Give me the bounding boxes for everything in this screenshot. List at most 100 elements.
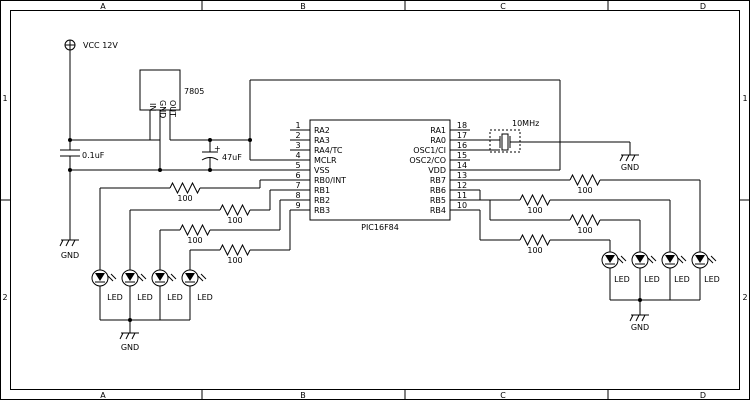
resistor-value-label: 100 [577,226,592,235]
cap-c1-label: 0.1uF [82,151,105,160]
led-diode [601,251,627,269]
led-diode [631,251,657,269]
mcu-pin-num: 17 [457,131,467,140]
mcu-pin-name: RB2 [314,196,330,205]
mcu-pin-name: RB7 [430,176,446,185]
led-label: LED [674,275,690,284]
reg-pin-in: IN [148,103,157,111]
cap-47uf: + 47uF [158,138,280,172]
mcu-pin-num: 11 [457,191,467,200]
row-label-1-right: 1 [742,94,747,103]
resistor-100 [219,243,251,257]
gnd-left-label: GND [61,251,79,260]
resistor-value-label: 100 [577,186,592,195]
resistor-value-label: 100 [177,194,192,203]
mcu-pin-num: 9 [295,201,300,210]
mcu-pin-num: 18 [457,121,467,130]
mcu-pin-num: 4 [295,151,300,160]
resistor-value-label: 100 [227,256,242,265]
led-diode [181,269,207,287]
led-diode [151,269,177,287]
led-diode [691,251,717,269]
gnd-left-leds-label: GND [121,343,139,352]
gnd-crystal-label: GND [621,163,639,172]
cap-c2-label: 47uF [222,153,242,162]
col-label-c-bottom: C [500,391,506,400]
mcu-pin-name: RA2 [314,126,330,135]
row-label-2: 2 [2,293,7,302]
row-label-1: 1 [2,94,7,103]
led-label: LED [197,293,213,302]
mcu-pin-name: RA0 [430,136,446,145]
mcu-pin-name: VDD [428,166,446,175]
reg-pin-gnd: GND [158,100,167,118]
gnd-left: GND [59,239,79,260]
mcu-pin-num: 12 [457,181,467,190]
mcu-label: PIC16F84 [361,223,399,232]
led-label: LED [107,293,123,302]
mcu-pin-name: RB0/INT [314,176,346,185]
resistor-100 [569,173,601,187]
resistor-value-label: 100 [227,216,242,225]
led-label: LED [644,275,660,284]
mcu-pin-num: 10 [457,201,467,210]
resistor-100 [519,193,551,207]
led-diode [121,269,147,287]
gnd-right-leds-label: GND [631,323,649,332]
led-label: LED [704,275,720,284]
mcu-pin-name: MCLR [314,156,337,165]
resistor-100 [179,223,211,237]
vcc-label: VCC 12V [83,41,118,50]
resistor-100 [569,213,601,227]
mcu-pin-name: RB1 [314,186,330,195]
mcu-pin-num: 14 [457,161,467,170]
supply-filter: 0.1uF [60,50,160,240]
gnd-crystal: GND [619,154,639,172]
mcu-pin-name: OSC1/CI [413,146,446,155]
led-diode [661,251,687,269]
mcu-pin-name: RA4/TC [314,146,343,155]
mcu-pin-num: 1 [295,121,300,130]
mcu-pin-num: 3 [295,141,300,150]
resistor-100 [519,233,551,247]
mcu-pin-num: 16 [457,141,467,150]
col-label-a: A [100,2,106,11]
col-label-d: D [700,2,706,11]
col-label-d-bottom: D [700,391,706,400]
row-label-2-right: 2 [742,293,747,302]
gnd-right-leds: GND [610,298,700,332]
regulator-7805: 7805 IN GND OUT [139,69,250,170]
mcu-pin-name: VSS [314,166,330,175]
resistor-value-label: 100 [187,236,202,245]
mcu-pin-num: 6 [295,171,300,180]
led-label: LED [614,275,630,284]
mcu-pin-num: 5 [295,161,300,170]
resistor-100 [169,181,201,195]
mcu-pic16f84: PIC16F84 1RA22RA33RA4/TC4MCLR5VSS6RB0/IN… [290,119,470,232]
led-label: LED [137,293,153,302]
led-diode [91,269,117,287]
crystal-10mhz: 10MHz [470,119,631,155]
svg-text:+: + [214,144,221,153]
gnd-left-leds: GND [100,318,190,352]
reg-pin-out: OUT [168,100,177,117]
led-label: LED [167,293,183,302]
mcu-pin-name: RB3 [314,206,330,215]
crystal-label: 10MHz [512,119,539,128]
col-label-b-bottom: B [300,391,306,400]
mcu-pin-name: RA3 [314,136,330,145]
regulator-label: 7805 [184,87,204,96]
mcu-pin-num: 15 [457,151,467,160]
col-label-b: B [300,2,306,11]
mcu-pin-num: 8 [295,191,300,200]
col-label-a-bottom: A [100,391,106,400]
vcc-source: VCC 12V [64,39,118,51]
resistor-100 [219,203,251,217]
resistor-value-label: 100 [527,206,542,215]
mcu-pin-num: 13 [457,171,467,180]
mcu-pin-name: RB4 [430,206,446,215]
mcu-pin-name: RB5 [430,196,446,205]
